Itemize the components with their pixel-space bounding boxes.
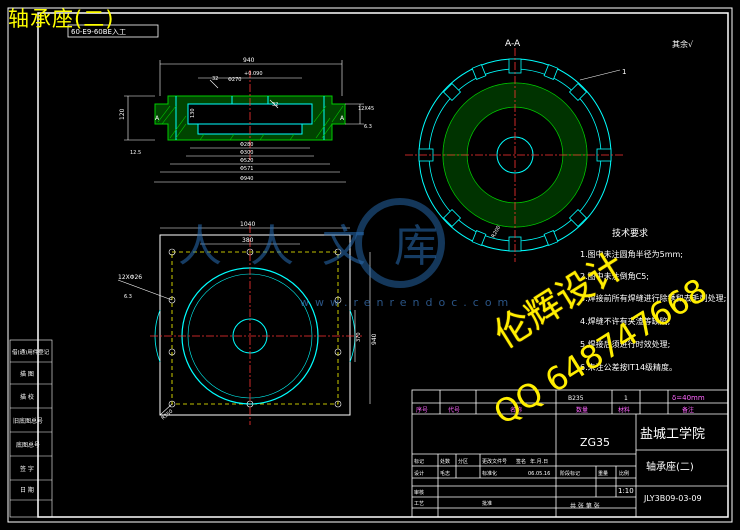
sidebar-row-5: 底图总号	[16, 441, 40, 449]
tb-label-sign: 签名	[516, 458, 526, 465]
tb-scale: 1:10	[618, 487, 634, 495]
tb-label-mark: 标记	[414, 458, 424, 465]
plan-roughness: 6.3	[124, 294, 132, 300]
dim-ring-d4: Φ571	[240, 166, 253, 172]
drawing-title: 轴承座(二)	[8, 7, 115, 31]
tb-label-std: 标准化	[482, 470, 497, 477]
tech-item-3: 3.焊接前所有焊缝进行除锈和去毛刺处理;	[580, 293, 726, 303]
dim-top-angle: 32	[212, 76, 218, 82]
tb-date: 06.05.16	[528, 471, 550, 477]
section-marker-left: A	[155, 115, 160, 122]
dim-height-left: 120	[119, 108, 126, 120]
tb-label-weight: 重量	[598, 470, 608, 477]
tb-designer: 毛志	[440, 470, 450, 477]
section-label: A-A	[505, 39, 521, 49]
frame-label: 60-E9-60BE入工	[71, 28, 126, 36]
tb-label-code: 代号	[448, 406, 460, 414]
tb-part-name: 轴承座(二)	[646, 460, 694, 473]
tb-label-change: 更改文件号	[482, 458, 507, 465]
tech-item-5: 5.焊接后须进行时效处理;	[580, 339, 670, 349]
dim-chamfer: 12X45	[358, 106, 374, 112]
sidebar-row-1: 借(通)用件登记	[12, 348, 50, 356]
ra-right: 6.3	[364, 124, 372, 130]
title-block	[411, 389, 729, 518]
tb-sheets: 共 张 第 张	[570, 502, 600, 510]
tb-drawing-no: JLY3B09-03-09	[643, 494, 702, 503]
plan-inner: 380	[242, 237, 254, 244]
tb-label-note: 备注	[682, 406, 694, 414]
tb-label-design: 设计	[414, 470, 424, 477]
plan-side: 940	[371, 333, 378, 345]
tb-seq: 1	[624, 395, 628, 402]
dim-ring-d3: Φ520	[240, 158, 253, 164]
tb-material: ZG35	[580, 436, 610, 449]
tech-item-1: 1.图中未注圆角半径为5mm;	[580, 249, 683, 259]
tb-code: B235	[568, 395, 584, 402]
dim-top-fit: Φ270	[228, 77, 241, 83]
plan-view	[154, 234, 356, 416]
inner-frame	[37, 12, 729, 518]
dim-top-width: 940	[243, 57, 255, 64]
dim-ring-d5: Φ940	[240, 176, 253, 182]
tb-label-scale: 比例	[619, 470, 629, 477]
plan-dimensions	[117, 227, 371, 416]
outer-frame	[7, 7, 733, 523]
plan-bolt-holes	[168, 248, 342, 408]
section-aa-centerlines	[405, 48, 625, 262]
tb-label-zone: 分区	[458, 458, 468, 465]
sidebar-row-3: 描 校	[20, 393, 34, 401]
tech-item-4: 4.焊缝不许有夹渣等缺陷;	[580, 316, 670, 326]
plan-center: 370	[356, 332, 362, 342]
tb-school: 盐城工学院	[640, 426, 705, 442]
tb-label-audit: 审核	[414, 489, 424, 496]
plan-width: 1040	[240, 221, 255, 228]
tech-item-6: 6.未注公差按IT14级精度。	[580, 362, 677, 372]
dim-height-right: 130	[190, 108, 196, 118]
roughness-note: 其余	[672, 39, 688, 49]
plan-thread-hole: 12XΦ26	[118, 274, 142, 281]
tb-label-approve: 批准	[482, 500, 492, 507]
section-marker-right: A	[340, 115, 345, 122]
section-rad: R200	[491, 225, 503, 239]
tb-label-mat: 材料	[618, 406, 630, 414]
sidebar-row-4: 旧底图总号	[13, 417, 43, 425]
sidebar-row-7: 日 期	[20, 486, 34, 494]
front-dimensions	[124, 60, 364, 183]
dim-ring-d1: Φ280	[240, 142, 253, 148]
roughness-check: √	[688, 40, 694, 49]
sidebar-row-2: 描 图	[20, 370, 34, 378]
aa-leader	[579, 69, 621, 81]
tb-label-seq: 序号	[416, 406, 428, 414]
tb-label-ymd: 年.月.日	[530, 458, 548, 465]
tech-requirements: 技术要求 1.图中未注圆角半径为5mm; 2.图中未注倒角C5; 3.焊接前所有…	[580, 227, 726, 372]
watermark-logo-icon	[355, 198, 445, 288]
dim-angle-right: 32	[272, 102, 278, 108]
left-sidebar	[9, 339, 53, 518]
tb-label-stage: 阶段标记	[560, 470, 580, 477]
dim-ring-d2: Φ300	[240, 150, 253, 156]
tb-label-craft: 工艺	[414, 501, 424, 507]
plan-centerlines	[150, 225, 362, 425]
tb-label-name: 名称	[510, 406, 522, 414]
front-hatch	[157, 105, 344, 141]
tech-heading: 技术要求	[612, 227, 648, 239]
sidebar-row-6: 签 字	[20, 465, 34, 473]
part-callout: 1	[622, 68, 626, 76]
section-aa-hatch	[442, 82, 588, 228]
ra-left: 12.5	[130, 150, 141, 156]
tb-label-count: 处数	[440, 458, 450, 465]
tech-item-2: 2.图中未注倒角C5;	[580, 271, 649, 281]
frame-label-box	[67, 24, 159, 38]
tb-label-qty: 数量	[576, 406, 588, 414]
dim-top-tol: +0.090	[244, 71, 263, 77]
tb-thickness: δ=40mm	[672, 394, 705, 402]
